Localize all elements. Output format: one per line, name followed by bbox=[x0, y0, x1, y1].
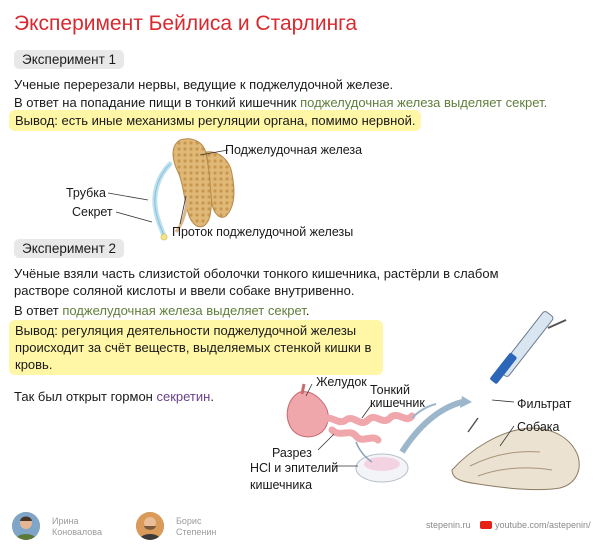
syringe-icon bbox=[467, 311, 567, 433]
youtube-link[interactable]: youtube.com/astepenin/ bbox=[480, 520, 591, 530]
hcl-epithelium-label-line-2: кишечника bbox=[250, 478, 313, 492]
tube-label: Трубка bbox=[66, 186, 106, 200]
author-2-first-name: Борис bbox=[176, 516, 202, 526]
pancreatic-duct-label: Проток поджелудочной железы bbox=[172, 225, 354, 239]
experiment-2-line-3: В ответ поджелудочная железа выделяет се… bbox=[14, 302, 309, 319]
author-1-avatar bbox=[12, 512, 40, 540]
dog-illustration bbox=[451, 427, 580, 491]
transfer-arrow-2 bbox=[399, 399, 463, 454]
secretin-discovery-line: Так был открыт гормон секретин. bbox=[14, 388, 214, 405]
experiment-1-badge: Эксперимент 1 bbox=[14, 50, 125, 69]
site-link[interactable]: stepenin.ru bbox=[426, 520, 471, 530]
small-intestine-label-line-1: Тонкий bbox=[370, 383, 410, 397]
experiment-1-secretion-text: поджелудочная железа выделяет секрет. bbox=[300, 95, 548, 110]
hcl-epithelium-label: HCl и эпителий кишечника bbox=[250, 460, 338, 494]
author-1-last-name: Коновалова bbox=[52, 527, 102, 537]
author-1-name: Ирина Коновалова bbox=[52, 516, 102, 538]
secretin-line-prefix: Так был открыт гормон bbox=[14, 389, 157, 404]
pancreas-illustration bbox=[152, 138, 235, 241]
person-icon bbox=[12, 512, 40, 540]
secret-label: Секрет bbox=[72, 205, 113, 219]
transfer-arrow-1 bbox=[355, 441, 373, 463]
youtube-link-text: youtube.com/astepenin/ bbox=[495, 520, 591, 530]
experiment-2-badge: Эксперимент 2 bbox=[14, 239, 125, 258]
experiment-2-line-2: растворе соляной кислоты и ввели собаке … bbox=[14, 283, 355, 298]
intestine-illustration bbox=[320, 411, 416, 426]
secretin-line-suffix: . bbox=[210, 389, 214, 404]
secretin-term: секретин bbox=[156, 389, 211, 404]
hcl-epithelium-label-line-1: HCl и эпителий bbox=[250, 461, 339, 475]
small-intestine-label: Тонкий кишечник bbox=[370, 384, 425, 410]
experiment-2-secretion-text: поджелудочная железа выделяет секрет bbox=[62, 303, 306, 318]
experiment-2-conclusion-line-3: кровь. bbox=[15, 357, 53, 372]
experiment-2-line-3-suffix: . bbox=[305, 303, 310, 318]
stomach-label: Желудок bbox=[316, 375, 367, 389]
experiment-2-conclusion-line-2: происходит за счёт веществ, выделяемых с… bbox=[15, 340, 372, 355]
dog-label: Собака bbox=[517, 420, 560, 434]
author-1-first-name: Ирина bbox=[52, 516, 79, 526]
author-2-last-name: Степенин bbox=[176, 527, 217, 537]
youtube-icon bbox=[480, 521, 492, 529]
page-title: Эксперимент Бейлиса и Старлинга bbox=[14, 12, 358, 35]
transfer-arrow-3 bbox=[411, 403, 437, 419]
author-2-name: Борис Степенин bbox=[176, 516, 216, 538]
cut-label: Разрез bbox=[272, 446, 312, 460]
pancreas-label: Поджелудочная железа bbox=[225, 143, 363, 157]
experiment-1-line-1: Ученые перерезали нервы, ведущие к подже… bbox=[14, 77, 394, 92]
experiment-1-line-2: В ответ на попадание пищи в тонкий кишеч… bbox=[14, 94, 547, 111]
experiment-2-conclusion: Вывод: регуляция деятельности поджелудоч… bbox=[9, 320, 383, 375]
stomach-illustration bbox=[286, 391, 329, 438]
person-icon bbox=[136, 512, 164, 540]
experiment-2-conclusion-line-1: Вывод: регуляция деятельности поджелудоч… bbox=[15, 323, 357, 338]
experiment-1-conclusion: Вывод: есть иные механизмы регуляции орг… bbox=[9, 110, 422, 131]
experiment-2-line-3-prefix: В ответ bbox=[14, 303, 63, 318]
experiment-1-line-2-prefix: В ответ на попадание пищи в тонкий кишеч… bbox=[14, 95, 301, 110]
experiment-2-line-1: Учёные взяли часть слизистой оболочки то… bbox=[14, 266, 499, 281]
small-intestine-label-line-2: кишечник bbox=[370, 396, 425, 410]
author-2-avatar bbox=[136, 512, 164, 540]
filtrate-label: Фильтрат bbox=[517, 397, 572, 411]
